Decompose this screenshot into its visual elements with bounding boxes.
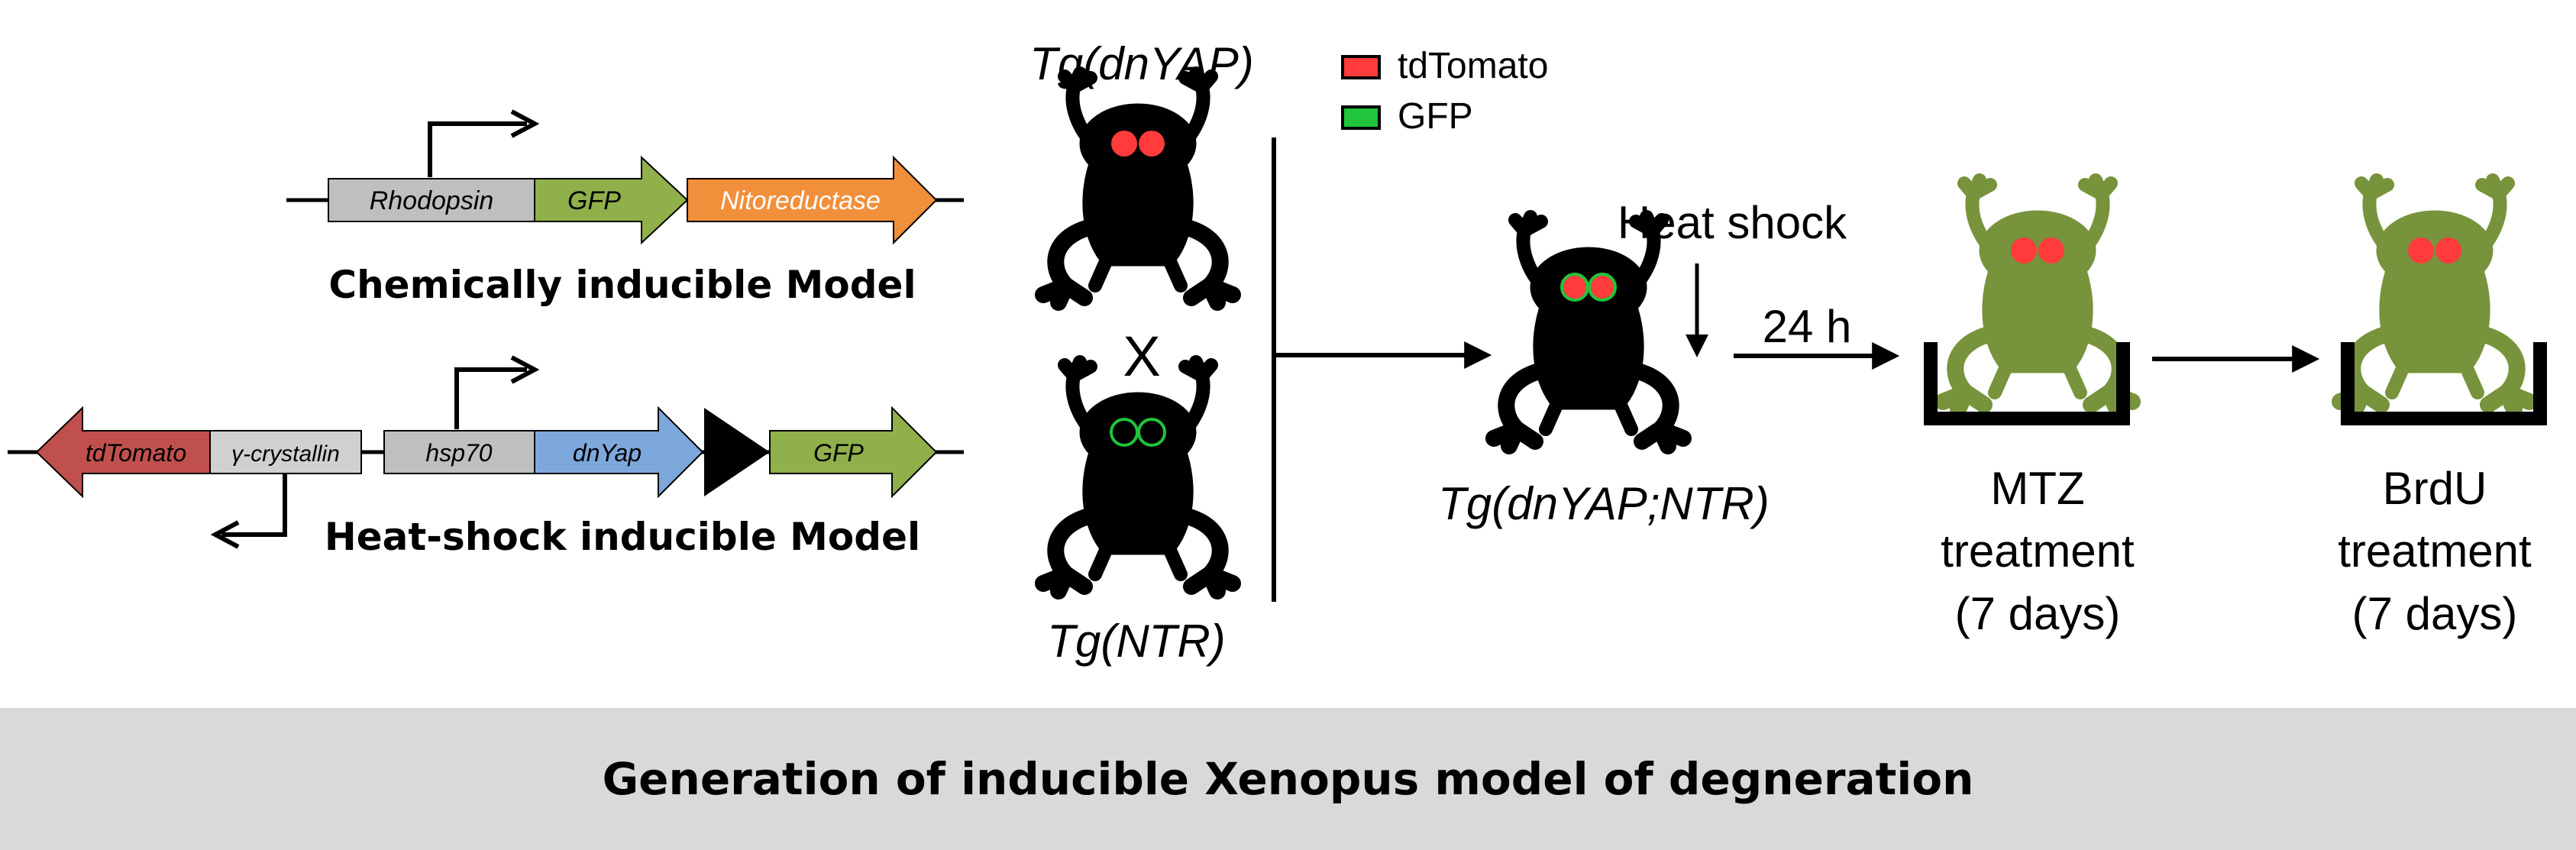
mtz-line-1: MTZ (1990, 463, 2084, 514)
mtz-line-2: treatment (1941, 525, 2135, 577)
gamma-crystallin-label: γ-crystallin (231, 441, 340, 467)
frog-ntr (1043, 362, 1233, 591)
parent-bottom-label: Tg(NTR) (1047, 616, 1225, 667)
frog-offspring (1494, 217, 1683, 446)
mtz-line-3: (7 days) (1955, 588, 2121, 639)
legend: tdTomato GFP (1341, 46, 1548, 137)
brdu-line-1: BrdU (2383, 463, 2487, 514)
nitroreductase-label: Nitoreductase (720, 186, 881, 215)
gamma-crystallin-box (209, 430, 362, 474)
hsp70-box (383, 430, 535, 474)
legend-gfp-label: GFP (1398, 96, 1473, 137)
legend-tdtomato-label: tdTomato (1398, 46, 1548, 86)
frog-dnyap (1043, 73, 1233, 302)
hsp70-label: hsp70 (425, 439, 492, 467)
heatshock-model-caption: Heat-shock inducible Model (325, 515, 920, 559)
dnyap-label: dnYap (573, 439, 642, 467)
reverse-promoter-arrow-icon (221, 473, 287, 537)
promoter-arrow-icon (428, 121, 527, 177)
chemical-construct: Rhodopsin GFP Nitoreductase Chemically i… (286, 109, 964, 307)
hsp70-promoter-arrow-icon (454, 367, 527, 429)
frog-mtz (1943, 180, 2132, 409)
gfp-arrow (534, 155, 689, 245)
nitroreductase-arrow (687, 155, 938, 245)
brdu-line-3: (7 days) (2352, 588, 2518, 639)
gfp-label-2: GFP (813, 439, 864, 467)
frog-brdu (2340, 180, 2529, 409)
tdtomato-label: tdTomato (86, 439, 186, 467)
mtz-tank (1924, 342, 2130, 425)
heat-shock-label: Heat shock (1618, 197, 1847, 248)
tdtomato-arrow (35, 406, 211, 499)
brdu-tank (2341, 342, 2547, 425)
chemical-model-caption: Chemically inducible Model (328, 263, 916, 307)
cross-symbol: X (1123, 325, 1160, 388)
rhodopsin-label: Rhodopsin (370, 186, 494, 215)
footer-title: Generation of inducible Xenopus model of… (602, 753, 1974, 805)
brdu-line-2: treatment (2338, 525, 2532, 577)
gfp-label: GFP (567, 186, 621, 215)
footer-banner: Generation of inducible Xenopus model of… (0, 708, 2576, 850)
heatshock-construct: tdTomato γ-crystallin hsp70 dnYap GFP He… (8, 355, 964, 559)
legend-gfp-swatch (1341, 105, 1381, 130)
loxp-triangle-icon (704, 408, 770, 496)
offspring-label: Tg(dnYAP;NTR) (1438, 478, 1769, 529)
dnyap-arrow (534, 406, 704, 499)
delay-label: 24 h (1763, 301, 1852, 352)
legend-tdtomato-swatch (1341, 55, 1381, 79)
gfp-arrow-2 (769, 406, 938, 499)
